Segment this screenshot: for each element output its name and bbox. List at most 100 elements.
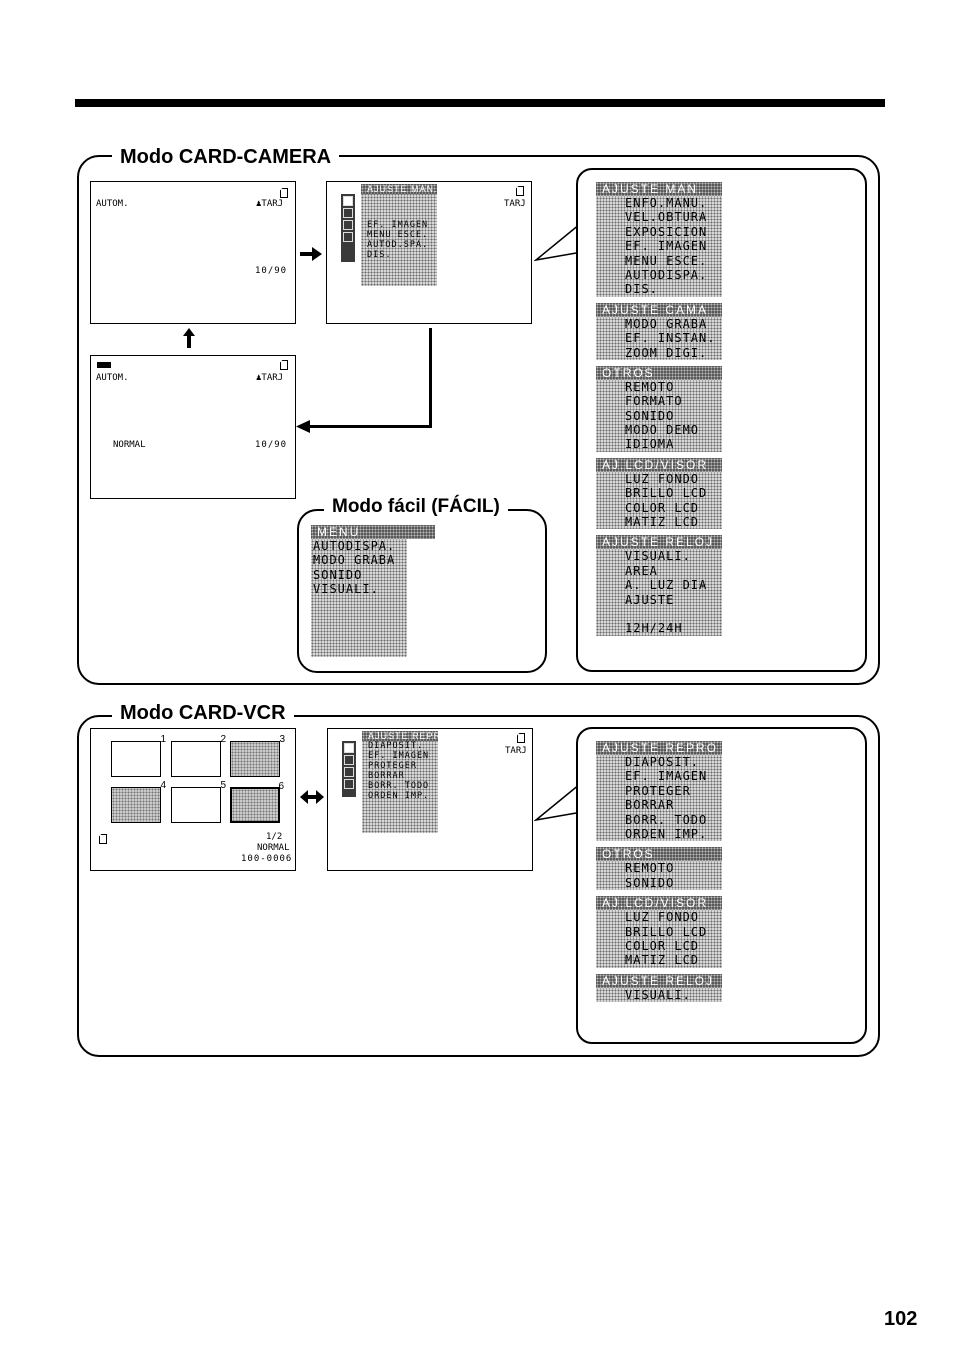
lcd-icon bbox=[343, 220, 353, 230]
card-setting-icon bbox=[343, 208, 353, 218]
menu-header: AJUSTE MAN. bbox=[361, 184, 437, 194]
menu-group-item: ZOOM DIGI. bbox=[625, 345, 708, 360]
menu-group-item: EF. IMAGEN bbox=[625, 239, 708, 254]
lcd-icon bbox=[344, 767, 354, 777]
menu-item: DIS. bbox=[367, 250, 392, 260]
menu-group-item: DIS. bbox=[625, 282, 658, 297]
card-icon bbox=[280, 360, 288, 370]
clock-icon bbox=[343, 232, 353, 242]
thumbnail-number: 1 bbox=[160, 734, 166, 745]
battery-icon bbox=[97, 362, 111, 368]
menu-group-item: REMOTO bbox=[625, 379, 675, 394]
menu-group-item: ENFO.MANU. bbox=[625, 196, 708, 210]
thumbnail: 4 bbox=[111, 780, 166, 823]
menu-item: MENU ESCE. bbox=[367, 230, 429, 240]
arrow-up-icon bbox=[183, 328, 195, 348]
menu-item: PROTEGER bbox=[368, 761, 417, 771]
callout-pointer bbox=[533, 782, 584, 826]
others-icon bbox=[344, 755, 354, 765]
tarj-label: ♟TARJ bbox=[256, 199, 284, 209]
menu-item: EF. IMAGEN bbox=[368, 751, 430, 761]
menu-group-item: SONIDO bbox=[625, 875, 675, 890]
thumbnail-number: 3 bbox=[279, 734, 285, 745]
menu-header: AJUSTE REPRO bbox=[362, 731, 448, 741]
thumbnail: 1 bbox=[111, 734, 166, 777]
menu-group-item: BRILLO LCD bbox=[625, 486, 708, 501]
thumbnail-number: 2 bbox=[220, 734, 226, 745]
tarj-label: ♟TARJ bbox=[256, 373, 284, 383]
easy-menu-item: VISUALI. bbox=[313, 582, 379, 597]
tarj-text: TARJ bbox=[505, 746, 527, 756]
vcr-index-screen: 1 2 3 4 5 6 1/2 NORMAL 100-0006 bbox=[90, 728, 296, 871]
menu-item: BORRAR bbox=[368, 771, 405, 781]
menu-group-item bbox=[596, 607, 722, 621]
thumbnail-number: 6 bbox=[278, 781, 284, 792]
menu-item: ORDEN IMP. bbox=[368, 791, 430, 801]
thumbnail: 3 bbox=[230, 734, 285, 777]
card-icon bbox=[280, 188, 288, 198]
clock-icon bbox=[344, 779, 354, 789]
card-icon bbox=[517, 733, 525, 743]
quality-label: NORMAL bbox=[257, 843, 290, 853]
menu-group-header: OTROS bbox=[596, 365, 722, 380]
page-number: 102 bbox=[884, 1308, 918, 1330]
card-camera-title: Modo CARD-CAMERA bbox=[112, 146, 340, 168]
menu-group-header: AJUSTE RELOJ bbox=[596, 535, 722, 550]
menu-group-item: A. LUZ DIA bbox=[625, 578, 708, 593]
card-vcr-title: Modo CARD-VCR bbox=[112, 702, 294, 724]
menu-group-item: MODO GRABA bbox=[625, 316, 708, 331]
connector-line bbox=[306, 425, 432, 428]
menu-group-item: FORMATO bbox=[625, 394, 683, 409]
thumbnail-number: 5 bbox=[220, 780, 226, 791]
easy-menu-header: MENU bbox=[311, 525, 435, 539]
menu-group-header: OTROS bbox=[596, 847, 722, 862]
easy-mode-title: Modo fácil (FÁCIL) bbox=[324, 496, 508, 518]
tarj-text: TARJ bbox=[504, 199, 526, 209]
easy-menu-item: MODO GRABA bbox=[313, 553, 396, 568]
menu-group-header: AJUSTE REPRO bbox=[596, 741, 722, 755]
thumbnail: 2 bbox=[171, 734, 226, 777]
menu-group-item: MATIZ LCD bbox=[625, 953, 700, 968]
mode-label: AUTOM. bbox=[96, 373, 129, 383]
easy-menu-item: AUTODISPA. bbox=[313, 539, 396, 553]
menu-group-header: AJ.LCD/VISOR bbox=[596, 457, 722, 472]
file-number: 100-0006 bbox=[241, 854, 293, 864]
menu-group-item: DIAPOSIT. bbox=[625, 755, 700, 769]
frame-counter: 10/90 bbox=[255, 440, 288, 450]
menu-group-item: VEL.OBTURA bbox=[625, 210, 708, 225]
menu-group-item: VISUALI. bbox=[625, 549, 691, 564]
menu-item: AUTOD.SPA. bbox=[367, 240, 429, 250]
menu-icon-column bbox=[341, 194, 355, 262]
arrow-left-icon bbox=[296, 420, 310, 433]
thumbnail: 5 bbox=[171, 780, 226, 823]
menu-icon-column bbox=[342, 741, 356, 797]
menu-group-item: ORDEN IMP. bbox=[625, 826, 708, 841]
mode-label: AUTOM. bbox=[96, 199, 129, 209]
menu-group-item: PROTEGER bbox=[625, 783, 691, 798]
menu-group-item: IDIOMA bbox=[625, 437, 675, 452]
menu-group-item: AREA bbox=[625, 563, 658, 578]
card-camera-section bbox=[77, 155, 880, 685]
easy-menu-item: SONIDO bbox=[313, 567, 363, 582]
menu-group-item: COLOR LCD bbox=[625, 938, 700, 953]
menu-group-header: AJUSTE RELOJ bbox=[596, 973, 722, 988]
menu-group-item: LUZ FONDO bbox=[625, 910, 700, 925]
menu-group-item: EF. INSTAN. bbox=[625, 331, 716, 346]
menu-group-item: MATIZ LCD bbox=[625, 515, 700, 530]
camera-normal-screen: AUTOM. ♟TARJ NORMAL 10/90 bbox=[90, 355, 296, 499]
playback-icon bbox=[344, 743, 354, 753]
menu-group-item: MODO DEMO bbox=[625, 423, 700, 438]
double-arrow-icon bbox=[300, 790, 324, 804]
menu-group-item: MENU ESCE. bbox=[625, 253, 708, 268]
